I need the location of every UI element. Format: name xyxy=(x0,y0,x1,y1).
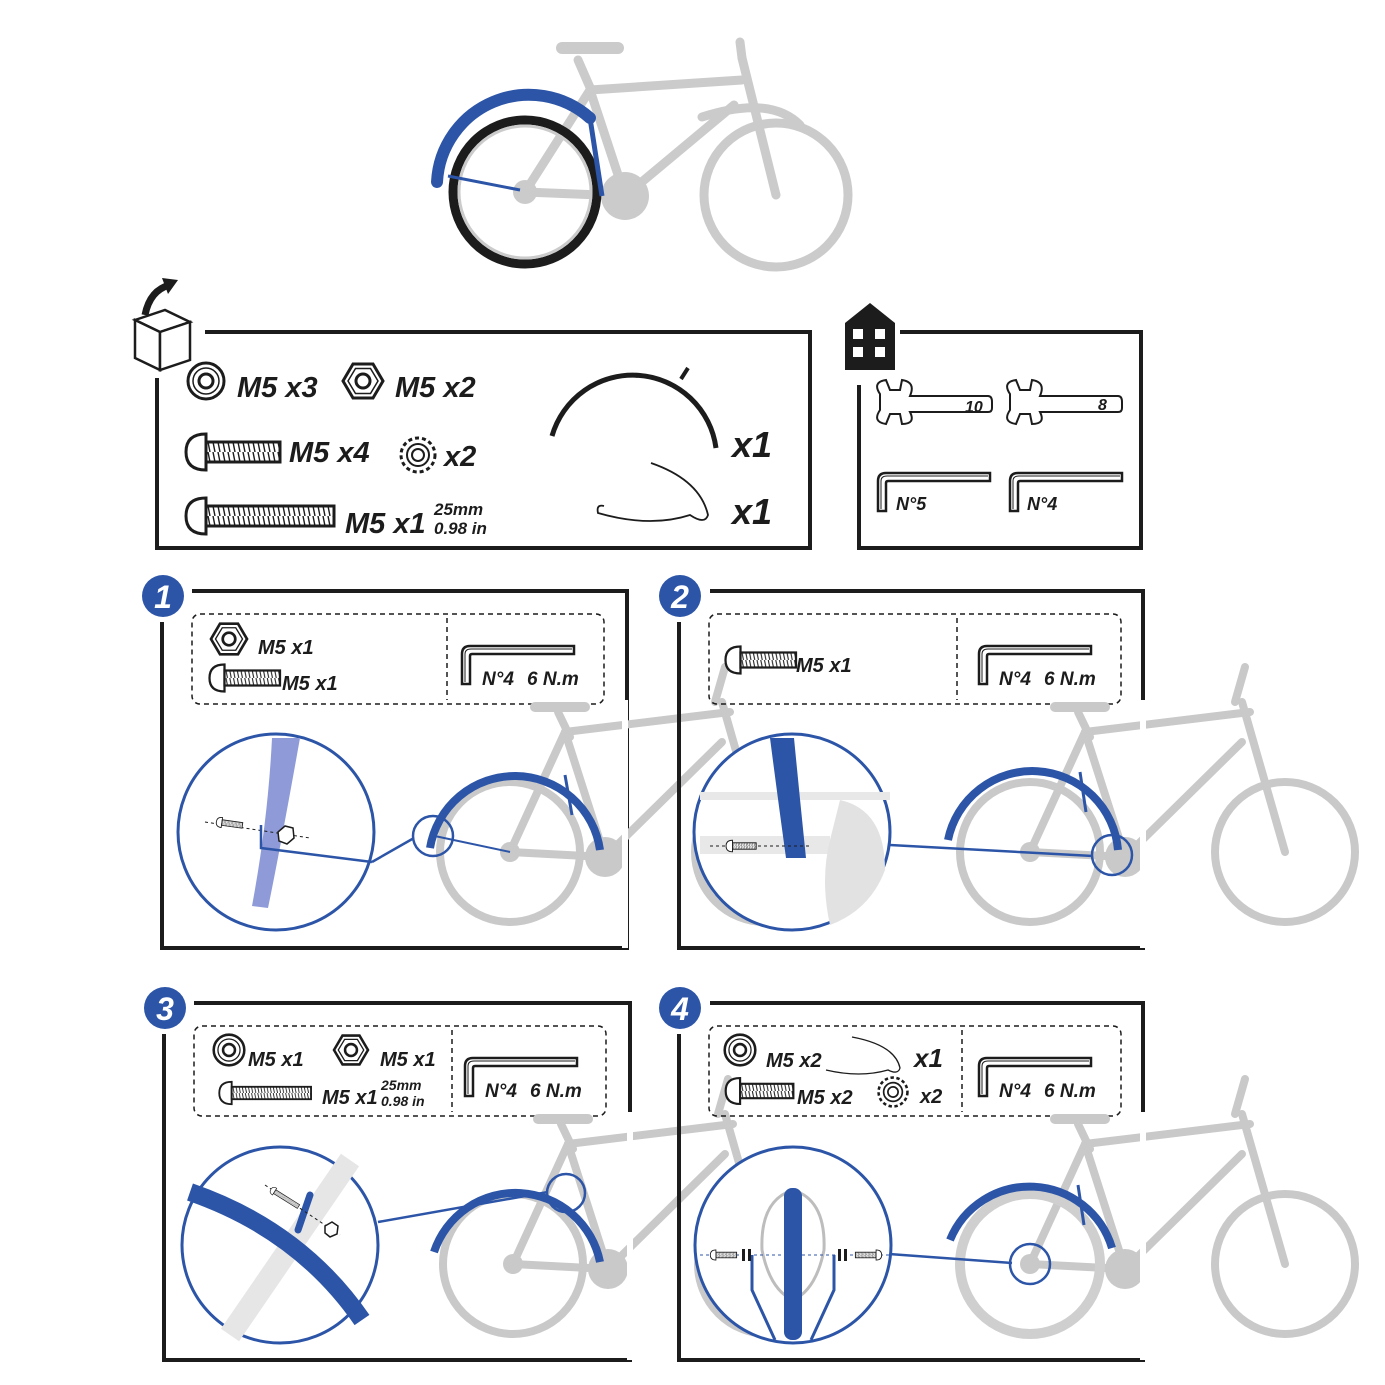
long-bolt-icon xyxy=(184,496,336,536)
step-4-part-bolt: M5 x2 xyxy=(797,1087,853,1109)
step-1-torque: 6 N.m xyxy=(527,669,579,690)
step-1-tool: N°4 xyxy=(482,669,514,690)
step-2-zoom-detail xyxy=(692,732,892,932)
wrench-8-label: 8 xyxy=(1098,397,1107,414)
step-1-zoom-detail xyxy=(176,732,376,932)
kit-bolt-short-label: M5 x4 xyxy=(289,437,370,469)
step-4-zoom-detail xyxy=(693,1145,893,1345)
serrated-washer-icon xyxy=(877,1076,909,1108)
step-4-torque: 6 N.m xyxy=(1044,1081,1096,1102)
step-4-part-stay: x1 xyxy=(912,1043,943,1073)
step-2-tool: N°4 xyxy=(999,669,1031,690)
step-3-part-washer: M5 x1 xyxy=(248,1049,304,1071)
step-3-panel: 3 M5 x1 M5 x1 M5 x1 25mm 0.98 in N°4 6 N… xyxy=(144,987,838,1362)
step-3-bolt-in: 0.98 in xyxy=(381,1093,425,1109)
step-3-torque: 6 N.m xyxy=(530,1081,582,1102)
stay-icon xyxy=(596,462,709,522)
step-1-part-bolt: M5 x1 xyxy=(282,673,338,695)
bolt-icon xyxy=(208,663,282,693)
kit-bolt-long-label: M5 x1 xyxy=(345,508,426,540)
allen-4-label: N°4 xyxy=(1027,494,1057,514)
tools-panel: 10 8 N°5 N°4 xyxy=(845,303,1143,550)
step-4-number: 4 xyxy=(670,991,689,1027)
step-number-badge xyxy=(659,987,701,1029)
mudguard-icon xyxy=(549,366,719,449)
step-number-badge xyxy=(142,575,184,617)
kit-stay-label: x1 xyxy=(730,491,772,532)
step-number-badge xyxy=(144,987,186,1029)
wrench-10-label: 10 xyxy=(965,399,983,416)
step-3-part-bolt: M5 x1 xyxy=(322,1087,378,1109)
hero-bike-illustration xyxy=(431,37,853,272)
step-2-panel: 2 M5 x1 N°4 6 N.m xyxy=(659,575,1355,950)
washer-icon xyxy=(186,361,226,401)
step-1-number: 1 xyxy=(154,579,172,615)
step-2-number: 2 xyxy=(670,579,689,615)
step-3-zoom-detail xyxy=(180,1145,380,1345)
kit-lock-washer-label: x2 xyxy=(442,441,476,473)
allen-5-label: N°5 xyxy=(896,494,927,514)
step-3-tool: N°4 xyxy=(485,1081,517,1102)
stay-icon xyxy=(825,1036,901,1075)
bolt-icon xyxy=(724,645,798,675)
step-4-part-washer: M5 x2 xyxy=(766,1050,822,1072)
step-number-badge xyxy=(659,575,701,617)
washer-icon xyxy=(723,1033,757,1067)
step-3-bolt-mm: 25mm xyxy=(380,1077,421,1093)
step-4-panel: 4 M5 x2 x1 M5 x2 x2 N°4 6 N.m xyxy=(659,987,1355,1362)
bolt-icon xyxy=(184,432,282,472)
step-2-part-bolt: M5 x1 xyxy=(796,655,852,677)
hex-nut-icon xyxy=(209,622,249,656)
kit-bolt-long-mm: 25mm xyxy=(433,500,483,519)
step-4-tool: N°4 xyxy=(999,1081,1031,1102)
kit-washer-label: M5 x3 xyxy=(237,372,318,404)
step-1-panel: 1 M5 x1 M5 x1 N°4 6 N.m xyxy=(142,575,835,950)
step-3-part-nut: M5 x1 xyxy=(380,1049,436,1071)
hex-nut-icon xyxy=(332,1034,370,1066)
serrated-washer-icon xyxy=(399,436,437,474)
kit-bolt-long-in: 0.98 in xyxy=(434,519,487,538)
kit-nut-label: M5 x2 xyxy=(395,372,476,404)
bolt-icon xyxy=(724,1076,795,1106)
house-icon xyxy=(845,303,895,370)
hex-nut-icon xyxy=(341,362,385,400)
step-3-number: 3 xyxy=(156,991,174,1027)
kit-mudguard-label: x1 xyxy=(730,424,772,465)
long-bolt-icon xyxy=(218,1080,312,1106)
step-4-part-lock-washer: x2 xyxy=(919,1086,942,1108)
kit-contents-panel: M5 x3 M5 x2 M5 x4 x2 M5 x1 25mm 0.98 in … xyxy=(131,278,812,550)
washer-icon xyxy=(212,1033,246,1067)
allen-key-icon xyxy=(876,471,992,513)
step-2-torque: 6 N.m xyxy=(1044,669,1096,690)
step-1-part-nut: M5 x1 xyxy=(258,637,314,659)
open-box-icon xyxy=(131,278,194,372)
